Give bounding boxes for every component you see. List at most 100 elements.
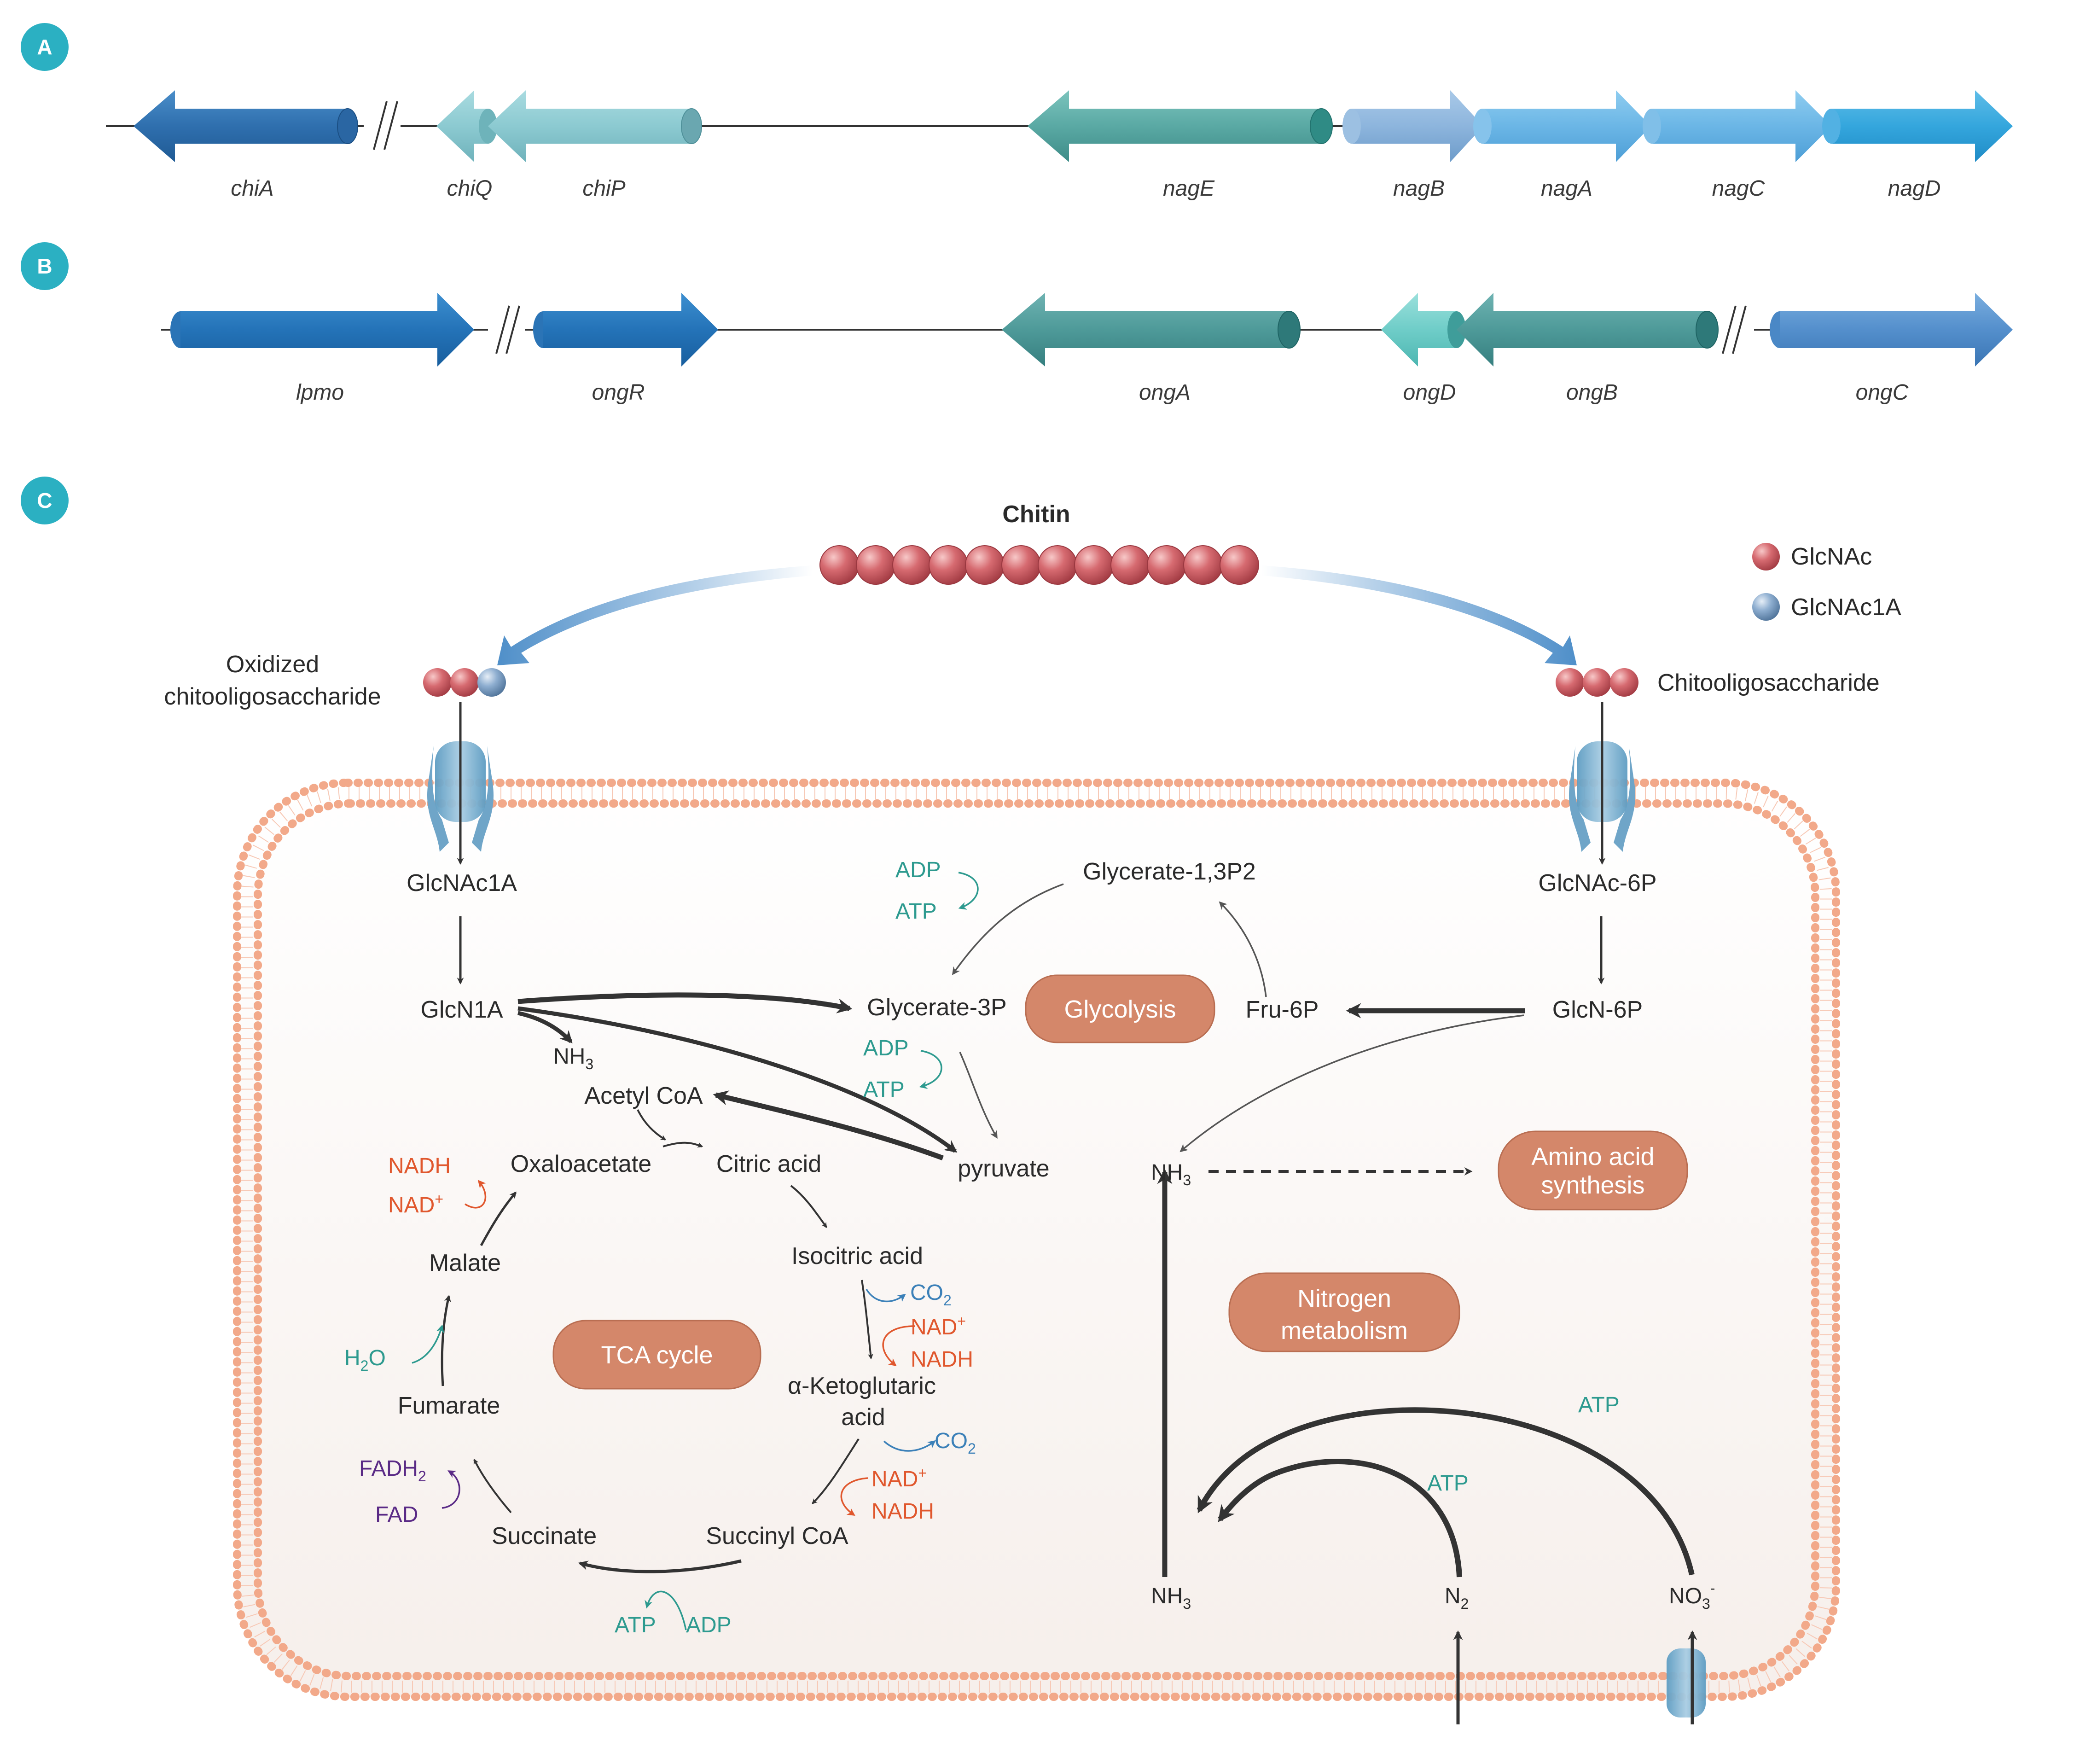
metabolites: GlcNAc1A GlcN1A NH3 Acetyl CoA Oxaloacet… — [398, 858, 1715, 1612]
arrow-nad-nadh-1 — [465, 1180, 487, 1209]
gene-arrow-nagC — [1643, 90, 1831, 162]
legend-label-glcnac: GlcNAc — [1791, 543, 1872, 570]
label-nadh-2: NADH — [911, 1347, 973, 1372]
box-amino-label-2: synthesis — [1541, 1171, 1644, 1199]
chitin-bead — [1220, 545, 1259, 585]
label-nadh-3: NADH — [871, 1499, 934, 1524]
label-aketoglutaric-2: acid — [841, 1404, 885, 1431]
break-mark — [1732, 305, 1747, 354]
chitin-bead — [856, 545, 895, 585]
label-nh3-mid: NH3 — [1151, 1160, 1191, 1188]
chitin-bead — [1038, 545, 1077, 585]
chitin-label: Chitin — [1002, 501, 1070, 528]
arrow-glcn6p-nh3 — [1179, 1014, 1524, 1153]
chitin-bead — [892, 545, 932, 585]
hydrolysis-arrow-left — [497, 565, 813, 665]
label-fad: FAD — [375, 1502, 418, 1527]
break-gap-b1 — [488, 304, 525, 355]
chitin-bead — [1183, 545, 1223, 585]
chitin-chain — [819, 545, 1259, 585]
chitooligo-label: Chitooligosaccharide — [1657, 670, 1880, 696]
box-tca-label: TCA cycle — [601, 1341, 713, 1369]
box-amino-acid: Amino acid synthesis — [1498, 1130, 1688, 1211]
panel-badge-c: C — [21, 477, 69, 524]
label-fadh2: FADH2 — [359, 1456, 426, 1485]
transporter-no3 — [1667, 1648, 1706, 1717]
arrow-no3-nh3 — [1197, 1407, 1695, 1576]
gene-label-nagE: nagE — [1163, 176, 1215, 201]
label-succinate: Succinate — [492, 1523, 597, 1549]
label-fru-6p: Fru-6P — [1246, 996, 1319, 1023]
label-fumarate: Fumarate — [398, 1392, 500, 1419]
label-oxaloacetate: Oxaloacetate — [511, 1151, 651, 1177]
label-nh3-bottom: NH3 — [1151, 1584, 1191, 1612]
gene-label-ongA: ongA — [1139, 380, 1191, 405]
label-adp-3: ADP — [686, 1613, 732, 1637]
oxidized-oligo-beads — [423, 668, 506, 697]
break-mark — [495, 305, 510, 354]
label-n2: N2 — [1445, 1584, 1469, 1612]
legend: GlcNAc GlcNAc1A — [1752, 543, 1901, 621]
arrow-adp-atp-3 — [645, 1590, 687, 1630]
arrow-acetylcoa-citric — [637, 1109, 667, 1141]
label-glcn1a: GlcN1A — [420, 996, 503, 1023]
label-citric-acid: Citric acid — [716, 1151, 821, 1177]
cytoplasm — [237, 783, 1836, 1697]
chitin-bead — [1001, 545, 1041, 585]
chitin-bead — [965, 545, 1005, 585]
gene-label-nagB: nagB — [1393, 176, 1445, 201]
label-atp-2: ATP — [863, 1077, 905, 1102]
arrow-glycerate13p2-glycerate3p — [952, 883, 1064, 975]
gene-label-ongC: ongC — [1856, 380, 1909, 405]
arrow-co2-2 — [883, 1440, 936, 1452]
chitin-bead — [1074, 545, 1114, 585]
arrow-glcn1a-glycerate3p — [517, 992, 853, 1013]
gene-arrow-chiA — [134, 90, 358, 162]
gene-label-chiQ: chiQ — [447, 176, 493, 201]
gene-label-ongR: ongR — [592, 380, 645, 405]
legend-label-glcnac1a: GlcNAc1A — [1791, 594, 1901, 621]
arrow-adp-atp-1 — [958, 872, 979, 910]
arrow-nad-nadh-2 — [882, 1325, 915, 1367]
label-atp-1: ATP — [895, 899, 937, 924]
panel-letter-a: A — [37, 35, 52, 59]
arrow-adp-atp-2 — [919, 1050, 942, 1089]
panel-badge-a: A — [21, 23, 69, 71]
label-h2o: H2O — [344, 1346, 386, 1374]
gene-arrow-ongD — [1381, 293, 1466, 367]
arrow-n2-nh3 — [1218, 1459, 1462, 1578]
gene-arrow-lpmo — [170, 293, 474, 367]
label-co2-1: CO2 — [910, 1281, 952, 1309]
break-mark — [1722, 305, 1737, 354]
arrow-malate-oxaloacetate — [480, 1191, 517, 1246]
arrow-glcn1a-pyruvate — [517, 1006, 958, 1153]
label-malate: Malate — [429, 1250, 501, 1276]
gene-label-ongB: ongB — [1566, 380, 1618, 405]
label-adp-2: ADP — [863, 1036, 909, 1060]
label-nh3-left: NH3 — [553, 1044, 593, 1072]
label-nad-3: NAD+ — [871, 1465, 927, 1491]
arrow-fru6p-glycerate13p2 — [1219, 901, 1267, 997]
gene-arrow-ongA — [1002, 293, 1301, 367]
cofactor-arrows — [412, 872, 979, 1630]
chitin-bead — [819, 545, 859, 585]
hydrolysis-arrow-right — [1261, 565, 1577, 665]
label-isocitric-acid: Isocitric acid — [791, 1243, 923, 1269]
label-glcn-6p: GlcN-6P — [1552, 996, 1643, 1023]
gene-label-lpmo: lpmo — [296, 380, 344, 405]
label-no3: NO3- — [1669, 1580, 1715, 1612]
label-co2-2: CO2 — [935, 1429, 976, 1457]
label-succinylcoa: Succinyl CoA — [706, 1523, 848, 1549]
box-tca: TCA cycle — [552, 1320, 761, 1390]
gene-arrow-nagE — [1028, 90, 1333, 162]
break-mark — [383, 101, 398, 150]
gene-arrow-nagA — [1473, 90, 1651, 162]
box-amino-label-1: Amino acid — [1531, 1143, 1654, 1170]
chitin-bead — [929, 545, 968, 585]
legend-swatch-glcnac — [1752, 543, 1780, 571]
arrow-citric-isocitric — [790, 1185, 827, 1228]
box-glycolysis: Glycolysis — [1025, 974, 1215, 1043]
label-nad-1: NAD+ — [388, 1191, 443, 1217]
